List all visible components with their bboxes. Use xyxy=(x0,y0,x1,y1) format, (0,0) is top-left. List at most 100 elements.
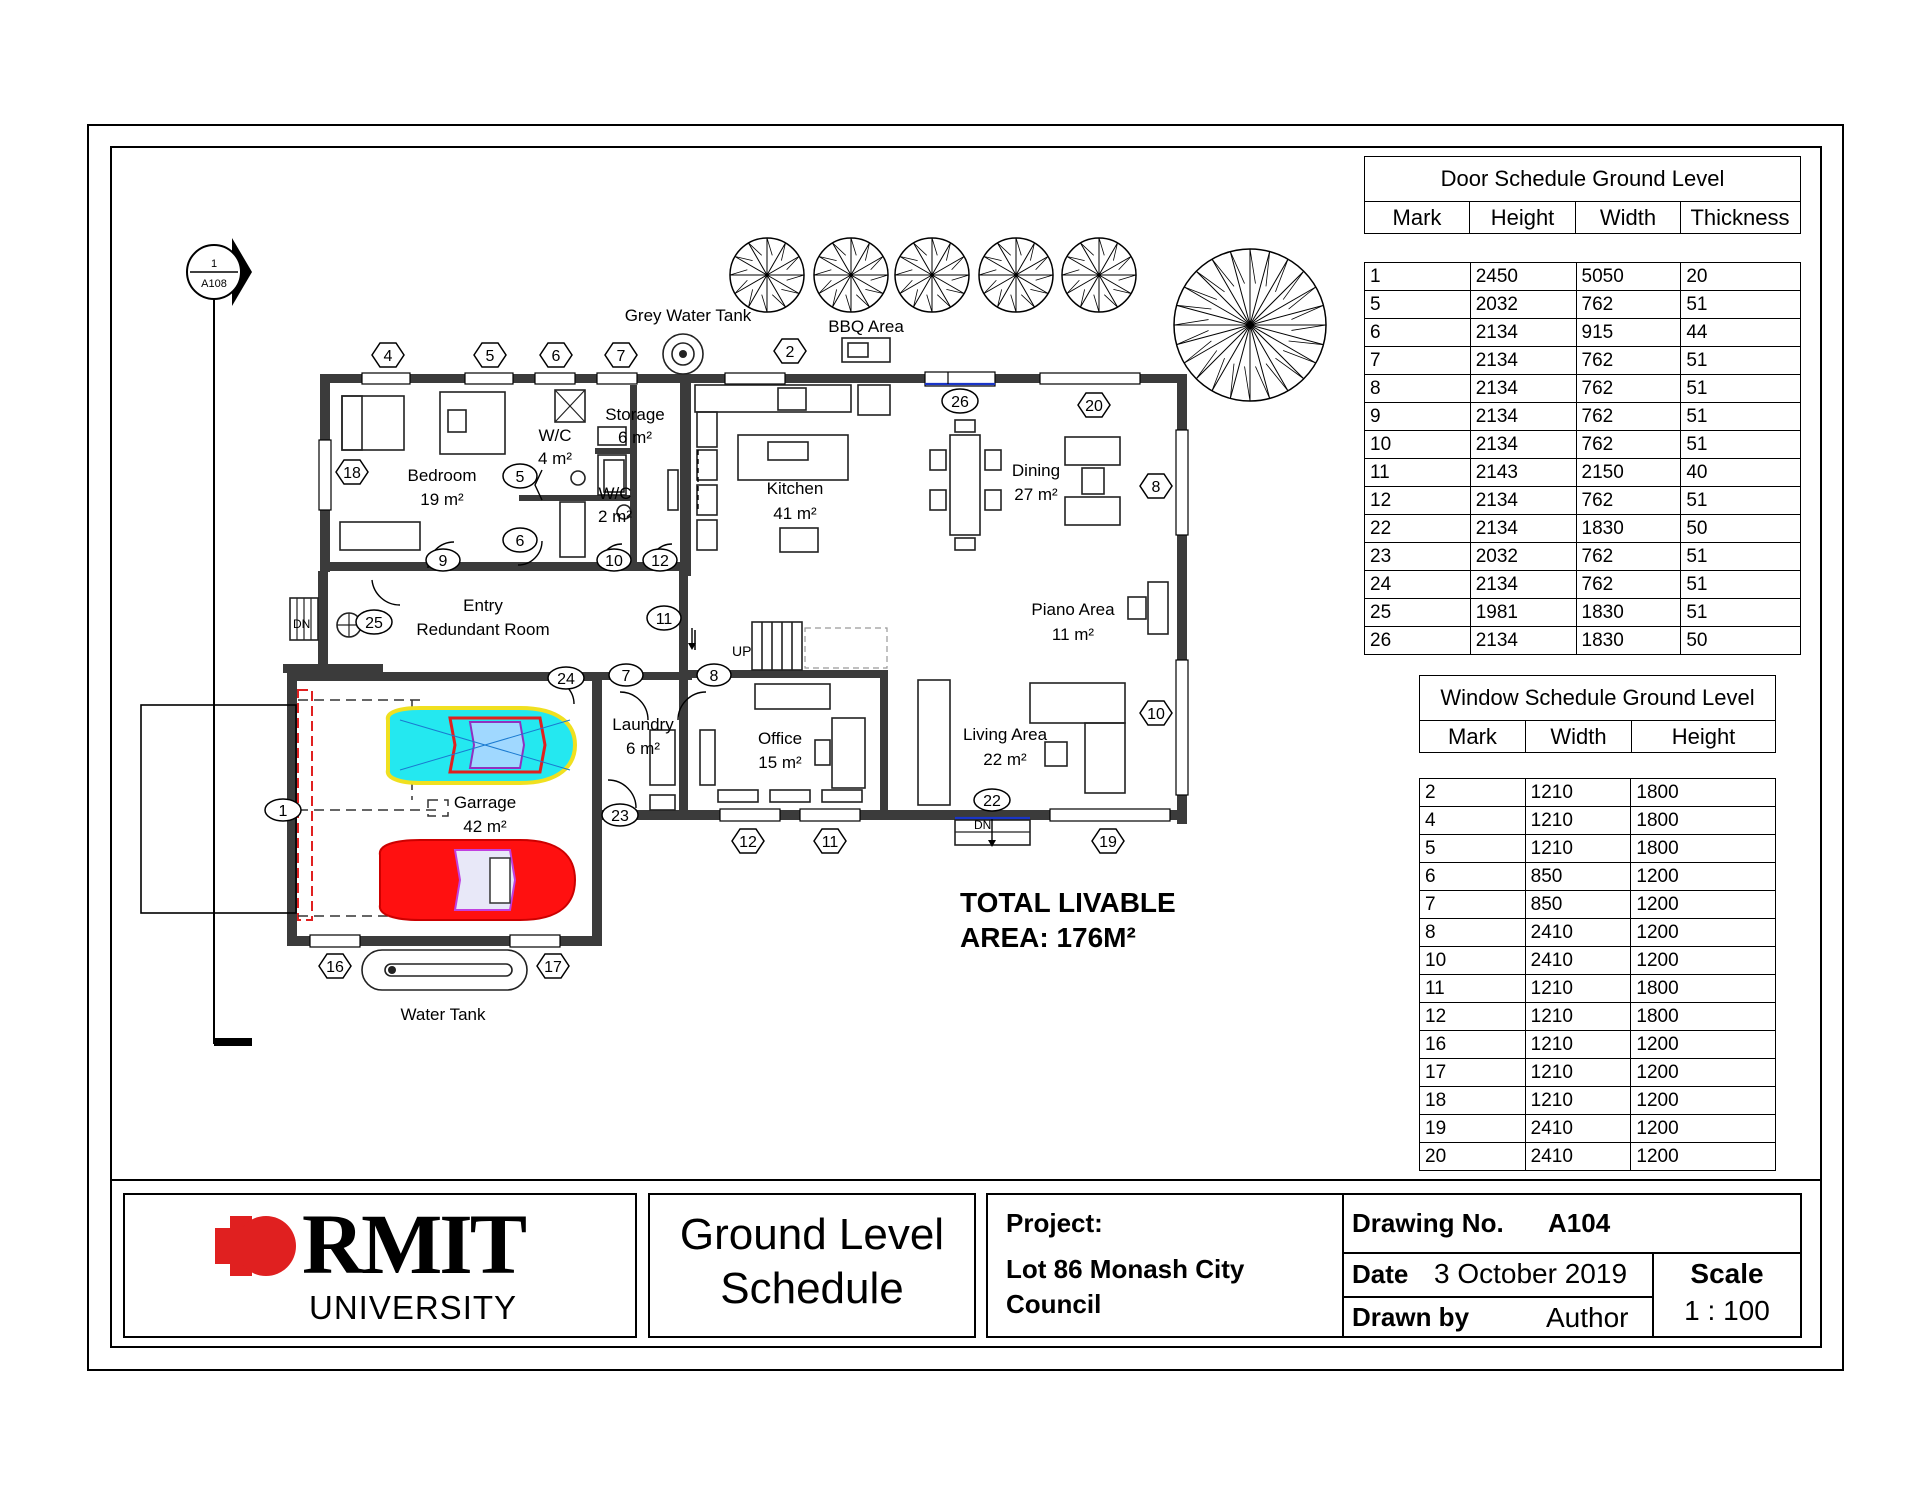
door_schedule-cell: 1 xyxy=(1364,262,1471,291)
door_schedule-cell: 2134 xyxy=(1469,626,1577,655)
svg-text:5: 5 xyxy=(486,348,495,365)
svg-text:12: 12 xyxy=(651,553,669,570)
window-schedule-title: Window Schedule Ground Level xyxy=(1420,676,1775,721)
room-storage-area: 6 m² xyxy=(618,428,652,447)
door_schedule-cell: 762 xyxy=(1575,430,1682,459)
room-entry-name: Entry xyxy=(463,596,503,615)
label-grey-water-tank: Grey Water Tank xyxy=(625,306,752,325)
window_schedule-cell: 1210 xyxy=(1524,974,1632,1003)
door_schedule-cell: 2143 xyxy=(1469,458,1577,487)
door_schedule-cell: 2134 xyxy=(1469,346,1577,375)
window-col-height: Height xyxy=(1671,724,1736,749)
window-tag-18: 18 xyxy=(335,459,369,485)
svg-text:18: 18 xyxy=(343,465,361,482)
door-tag-25: 25 xyxy=(355,609,393,635)
door-schedule-header: Door Schedule Ground Level Mark Height W… xyxy=(1364,156,1801,234)
door_schedule-cell: 2134 xyxy=(1469,318,1577,347)
svg-text:9: 9 xyxy=(439,553,448,570)
room-bedroom-area: 19 m² xyxy=(420,490,464,509)
door_schedule-cell: 20 xyxy=(1680,262,1801,291)
window_schedule-cell: 1200 xyxy=(1630,1142,1776,1171)
window_schedule-cell: 2 xyxy=(1419,778,1526,807)
door_schedule-cell: 12 xyxy=(1364,486,1471,515)
tree-icon xyxy=(978,237,1054,313)
door_schedule-cell: 2134 xyxy=(1469,430,1577,459)
door_schedule-cell: 51 xyxy=(1680,598,1801,627)
svg-text:25: 25 xyxy=(365,615,383,632)
svg-text:6: 6 xyxy=(516,533,525,550)
svg-text:6: 6 xyxy=(552,348,561,365)
section-sheet-ref: A108 xyxy=(201,278,227,290)
label-bbq-area: BBQ Area xyxy=(828,317,904,336)
door_schedule-cell: 762 xyxy=(1575,374,1682,403)
door_schedule-cell: 51 xyxy=(1680,430,1801,459)
door-col-height: Height xyxy=(1470,202,1576,233)
window_schedule-cell: 2410 xyxy=(1524,1114,1632,1143)
svg-text:11: 11 xyxy=(656,611,673,628)
logo-box xyxy=(123,1193,637,1338)
window_schedule-cell: 16 xyxy=(1419,1030,1526,1059)
window_schedule-cell: 1200 xyxy=(1630,1114,1776,1143)
window_schedule-cell: 1210 xyxy=(1524,834,1632,863)
door-tag-23: 23 xyxy=(601,803,639,827)
door_schedule-cell: 2450 xyxy=(1469,262,1577,291)
door_schedule-cell: 7 xyxy=(1364,346,1471,375)
window-tags: 4 5 6 7 2 20 18 8 10 12 11 19 16 17 xyxy=(318,338,1173,979)
door_schedule-cell: 762 xyxy=(1575,290,1682,319)
tree-icon xyxy=(1173,248,1327,402)
door_schedule-cell: 762 xyxy=(1575,486,1682,515)
svg-text:16: 16 xyxy=(326,959,344,976)
svg-text:20: 20 xyxy=(1085,398,1103,415)
room-laundry-name: Laundry xyxy=(612,715,674,734)
svg-text:22: 22 xyxy=(983,793,1001,810)
window-openings xyxy=(309,371,1189,948)
door_schedule-cell: 51 xyxy=(1680,542,1801,571)
window-tag-10: 10 xyxy=(1139,700,1173,726)
sheet-title-line2: Schedule xyxy=(720,1264,904,1313)
door-tag-22: 22 xyxy=(973,788,1011,812)
door-tag-8: 8 xyxy=(696,663,732,687)
svg-text:26: 26 xyxy=(951,394,969,411)
door-tag-11: 11 xyxy=(646,605,682,631)
door_schedule-cell: 51 xyxy=(1680,402,1801,431)
door_schedule-cell: 1981 xyxy=(1469,598,1577,627)
window_schedule-cell: 1200 xyxy=(1630,918,1776,947)
total-area-line2: AREA: 176M² xyxy=(960,922,1136,953)
project-line1: Lot 86 Monash City xyxy=(1006,1254,1245,1284)
door_schedule-cell: 11 xyxy=(1364,458,1471,487)
svg-text:8: 8 xyxy=(710,668,719,685)
door_schedule-cell: 51 xyxy=(1680,346,1801,375)
window_schedule-cell: 1800 xyxy=(1630,778,1776,807)
door-col-mark: Mark xyxy=(1365,202,1470,233)
window_schedule-cell: 1200 xyxy=(1630,862,1776,891)
window-tag-11: 11 xyxy=(813,828,847,854)
window-tag-20: 20 xyxy=(1077,392,1111,418)
window_schedule-cell: 5 xyxy=(1419,834,1526,863)
svg-text:17: 17 xyxy=(544,959,562,976)
project-divider xyxy=(1342,1195,1344,1336)
door-tag-7: 7 xyxy=(608,663,644,687)
window_schedule-cell: 1200 xyxy=(1630,1058,1776,1087)
svg-text:5: 5 xyxy=(516,469,525,486)
door_schedule-cell: 2134 xyxy=(1469,402,1577,431)
window_schedule-cell: 1200 xyxy=(1630,1086,1776,1115)
drawing-no-value: A104 xyxy=(1548,1208,1611,1238)
door_schedule-cell: 44 xyxy=(1680,318,1801,347)
door-tag-26: 26 xyxy=(941,388,979,414)
door_schedule-cell: 762 xyxy=(1575,402,1682,431)
svg-text:4: 4 xyxy=(384,348,393,365)
room-wc2-name: W/C xyxy=(598,484,631,503)
window_schedule-cell: 1800 xyxy=(1630,834,1776,863)
window-col-mark: Mark xyxy=(1420,721,1526,752)
scale-label: Scale xyxy=(1690,1258,1764,1289)
